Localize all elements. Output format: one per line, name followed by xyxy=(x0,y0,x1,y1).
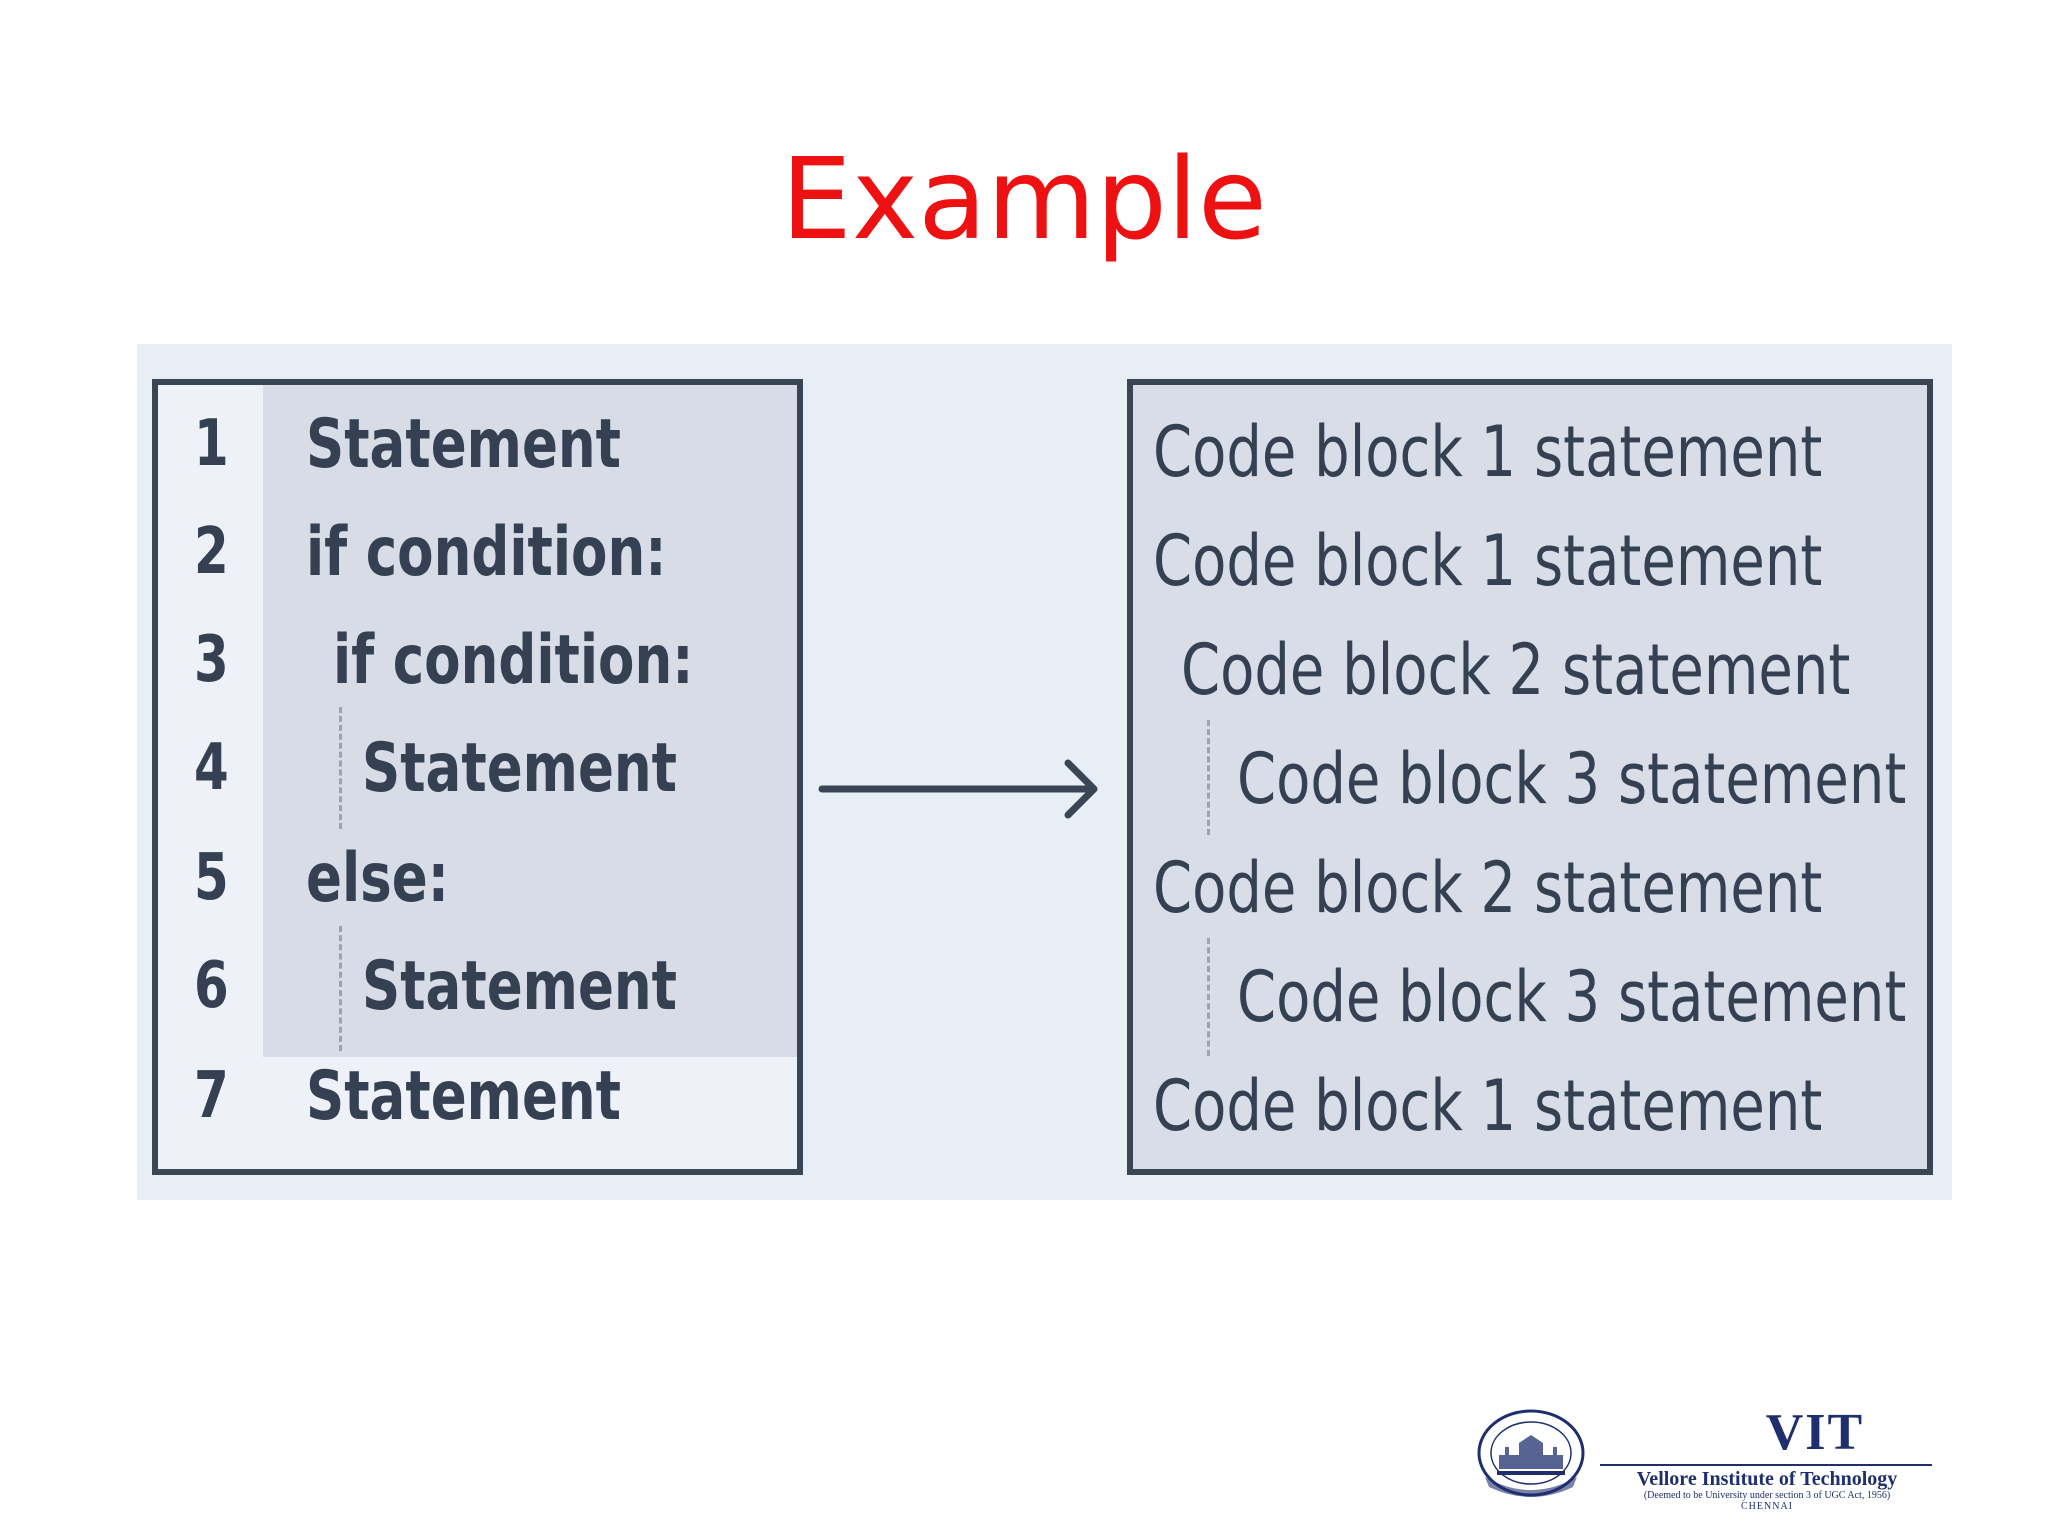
slide-title: Example xyxy=(781,135,1267,265)
logo-institution-name: Vellore Institute of Technology xyxy=(1636,1468,1898,1490)
indent-guide xyxy=(339,707,342,829)
line-number: 3 xyxy=(194,623,229,697)
code-block-line: Code block 1 statement xyxy=(1153,411,1823,493)
code-block-line: Code block 3 statement xyxy=(1237,738,1907,820)
code-blocks-panel: Code block 1 statement Code block 1 stat… xyxy=(1127,379,1933,1175)
line-number: 7 xyxy=(194,1059,229,1133)
code-line: if condition: xyxy=(306,513,667,592)
line-number: 6 xyxy=(194,949,229,1023)
code-block-line: Code block 1 statement xyxy=(1153,1065,1823,1147)
vit-logo: VIT Vellore Institute of Technology (Dee… xyxy=(1475,1404,1935,1512)
line-number: 5 xyxy=(194,841,229,915)
code-line: Statement xyxy=(362,729,678,808)
nested-block-highlight xyxy=(263,385,797,1057)
code-line: Statement xyxy=(306,405,622,484)
code-line: Statement xyxy=(362,947,678,1026)
line-number: 2 xyxy=(194,515,229,589)
logo-subtitle: (Deemed to be University under section 3… xyxy=(1643,1490,1891,1501)
code-block-figure: 1 Statement 2 if condition: 3 if conditi… xyxy=(137,344,1952,1200)
university-seal-icon xyxy=(1475,1407,1587,1499)
code-line: else: xyxy=(306,839,449,918)
code-block-line: Code block 2 statement xyxy=(1181,629,1851,711)
logo-city: CHENNAI xyxy=(1741,1501,1793,1512)
line-number: 1 xyxy=(194,407,229,481)
code-line: if condition: xyxy=(333,621,694,700)
logo-abbreviation: VIT xyxy=(1765,1404,1865,1461)
code-block-line: Code block 2 statement xyxy=(1153,847,1823,929)
indent-guide xyxy=(1207,938,1210,1056)
code-block-line: Code block 3 statement xyxy=(1237,956,1907,1038)
code-line: Statement xyxy=(306,1057,622,1136)
right-arrow-icon xyxy=(812,749,1112,829)
source-code-panel: 1 Statement 2 if condition: 3 if conditi… xyxy=(152,379,803,1175)
logo-divider xyxy=(1600,1464,1932,1466)
line-number: 4 xyxy=(194,731,229,805)
code-block-line: Code block 1 statement xyxy=(1153,520,1823,602)
indent-guide xyxy=(339,926,342,1051)
indent-guide xyxy=(1207,720,1210,835)
